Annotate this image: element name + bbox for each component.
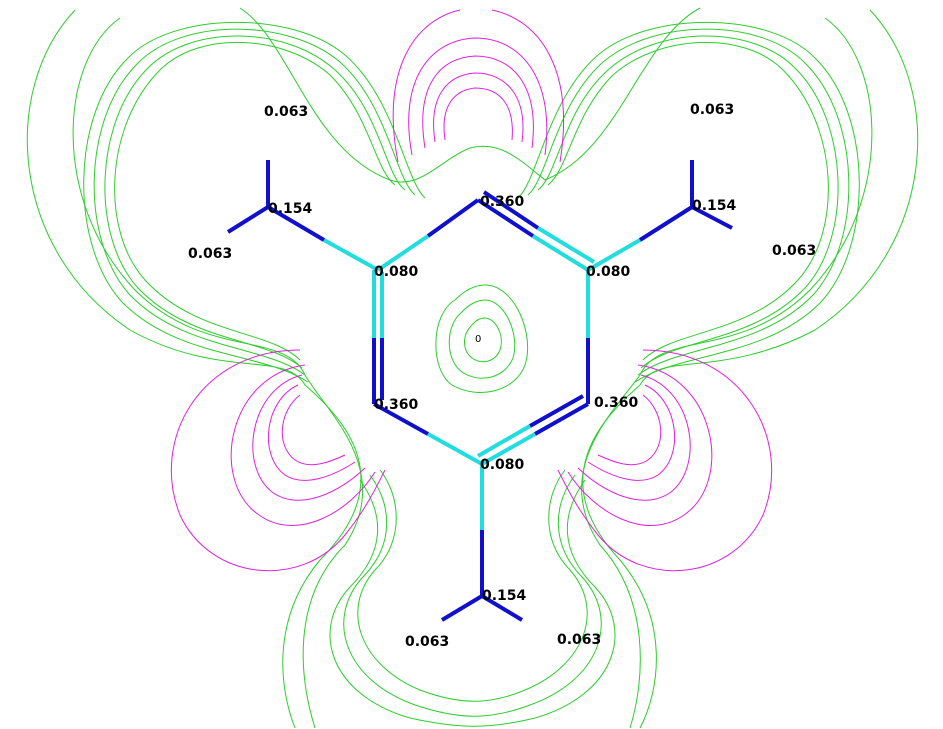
label-nh2-right: 0.154 — [692, 198, 737, 214]
bond-nh2-bottom-h1 — [440, 594, 484, 622]
green-contour-1 — [26, 9, 919, 729]
bond-n-top-c-right-c — [531, 234, 590, 272]
bond-n-right-c-bottom-double-c — [477, 424, 531, 458]
bond-nh2-left-h2 — [226, 205, 270, 234]
bond-c-left-nh2-c — [323, 238, 379, 272]
label-lobe-bottom-right: 0.063 — [557, 632, 601, 648]
bond-n-right-c-bottom-c — [481, 432, 536, 466]
green-lobe-top-left-4 — [83, 21, 426, 383]
green-center-3 — [435, 284, 529, 393]
bond-n-top-c-right-double-c — [536, 226, 596, 264]
label-n-left: 0.360 — [374, 397, 419, 413]
bond-c-right-nh2-c — [587, 238, 641, 272]
green-lobe-bottom-3 — [329, 479, 616, 727]
bond-n-top-c-left-c — [376, 234, 430, 272]
magenta-left-4 — [230, 364, 376, 526]
magenta-left-1 — [281, 394, 346, 466]
green-lobe-top-left-2 — [104, 35, 406, 369]
label-lobe-right: 0.063 — [772, 243, 816, 259]
magenta-right-1 — [597, 394, 662, 466]
magenta-top-4 — [408, 37, 548, 156]
bond-n-left-c-bottom-c — [427, 432, 483, 466]
bond-n-top-c-right-n — [476, 198, 535, 238]
bond-c-left-nh2-n — [266, 205, 326, 242]
bond-n-top-c-left-n — [426, 198, 480, 238]
label-nh2-bottom: 0.154 — [482, 588, 527, 604]
bond-n-top-c-right-double-n — [482, 190, 540, 230]
label-lobe-top-left: 0.063 — [264, 104, 308, 120]
label-c-left: 0.080 — [374, 264, 419, 280]
bond-nh2-bottom-h2 — [480, 594, 524, 622]
bond-n-left-c-bottom-n — [373, 402, 429, 436]
magenta-right-2 — [587, 384, 676, 481]
negative-contours — [170, 9, 773, 572]
green-lobe-top-left-1 — [114, 41, 396, 361]
magenta-right-5 — [557, 349, 773, 572]
bond-n-right-c-bottom-double-n — [529, 394, 584, 428]
label-n-top: 0.360 — [480, 194, 525, 210]
label-nh2-left: 0.154 — [268, 201, 313, 217]
positive-contours — [26, 7, 919, 729]
green-lobe-top-left-3 — [93, 28, 416, 376]
magenta-top-5 — [392, 9, 564, 163]
green-lobe-top-right-3 — [527, 28, 850, 376]
label-c-bottom: 0.080 — [480, 457, 525, 473]
magenta-top-3 — [422, 55, 534, 149]
molecule — [226, 160, 733, 622]
green-lobe-top-right-1 — [547, 41, 829, 361]
green-contour-2 — [72, 17, 873, 729]
magenta-top-2 — [433, 72, 524, 143]
label-c-right: 0.080 — [586, 264, 631, 280]
magenta-right-4 — [567, 364, 713, 526]
label-lobe-top-right: 0.063 — [690, 102, 734, 118]
label-lobe-left: 0.063 — [188, 246, 232, 262]
magenta-right-3 — [577, 374, 691, 501]
green-center-1 — [464, 317, 502, 363]
magenta-left-3 — [252, 374, 366, 501]
green-lobe-bottom-2 — [343, 474, 602, 717]
magenta-left-2 — [267, 384, 356, 481]
label-lobe-bottom-left: 0.063 — [405, 634, 449, 650]
green-center-2 — [448, 299, 516, 379]
bond-n-right-c-bottom-n — [534, 402, 589, 436]
green-lobe-bottom-1 — [357, 469, 588, 702]
label-n-right: 0.360 — [594, 395, 639, 411]
green-lobe-top-right-2 — [537, 35, 839, 369]
magenta-left-5 — [170, 349, 386, 572]
bond-nh2-right-h2 — [691, 205, 733, 230]
magenta-top-1 — [443, 87, 513, 141]
label-center: 0 — [475, 334, 481, 345]
green-lobe-top-right-4 — [517, 21, 860, 383]
value-labels: 0.360 0.360 0.360 0.080 0.080 0.080 0.15… — [188, 102, 816, 650]
green-contour-3 — [239, 7, 701, 183]
bond-c-right-nh2-n — [638, 205, 694, 242]
